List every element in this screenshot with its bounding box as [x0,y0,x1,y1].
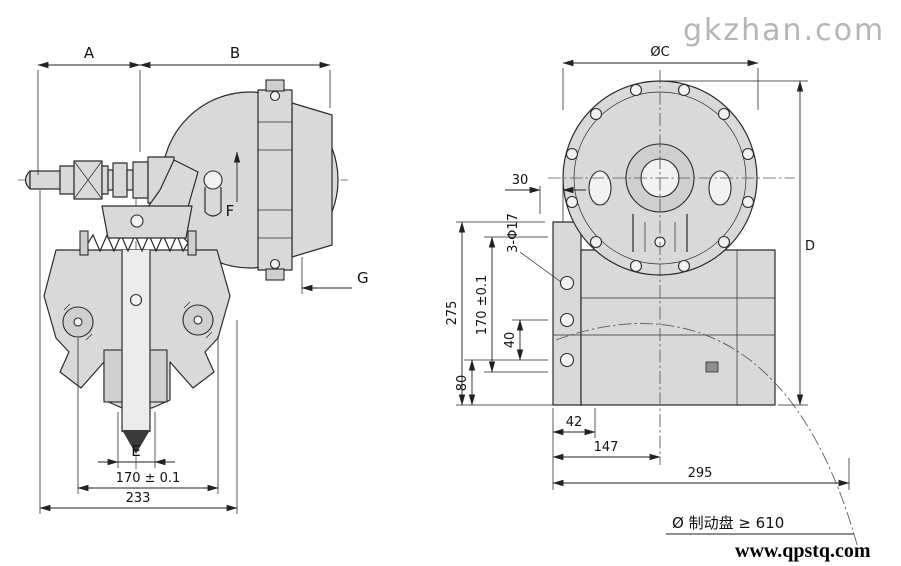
dim-G-label: G [357,269,369,287]
dim-A-label: A [84,44,95,62]
dim-30-label: 30 [512,173,529,188]
dim-holes-label: 3-Φ17 [506,213,521,253]
dim-80-label: 80 [455,375,470,392]
dim-C-label: ØC [650,45,669,60]
dim-40-label: 40 [503,332,518,349]
right-view-dimensions: ØC D 30 275 170 ±0.1 80 40 3-Φ1 [445,45,854,535]
dim-275-label: 275 [445,301,460,326]
disc-break-symbol [122,430,150,454]
chamber-ear-right [708,170,732,206]
adjuster-stud [705,361,719,373]
dim-F-label: F [226,202,235,220]
dim-295-label: 295 [688,466,713,481]
center-bolt [129,293,143,307]
watermark-bottom: www.qpstq.com [735,540,871,562]
chamber-ear-left [588,170,612,206]
chamber-flange [257,89,293,271]
top-hinge-bracket [101,205,193,239]
hinge-pin [130,214,144,228]
dim-D-label: D [805,239,815,254]
dim-147-label: 147 [594,440,619,455]
dim-42-label: 42 [566,415,583,430]
brake-disc-slot [122,250,150,432]
watermark-top: gkzhan.com [683,13,885,48]
chamber-rear-housing [291,102,333,258]
left-view-dimensions: A B F G E 170 ± 0.1 233 [37,44,369,514]
lock-nut [112,162,128,198]
brake-disc-note: Ø 制动盘 ≥ 610 [672,514,784,532]
pneumatic-chamber-side [161,79,339,281]
brake-pad-left [103,349,123,403]
flange-bolt-bottom [265,268,285,281]
dim-E-label: E [131,442,140,460]
push-rod [29,170,61,190]
mounting-holes [519,251,575,368]
left-view: A B F G E 170 ± 0.1 233 [18,44,369,514]
dim-170-label: 170 ± 0.1 [116,471,181,486]
return-spring [87,233,189,253]
dim-170-label: 170 ±0.1 [475,275,490,336]
brake-caliper [43,205,231,454]
lock-nut-2 [132,161,149,199]
dim-233-label: 233 [126,491,151,506]
lever-pivot-hole [203,170,223,190]
dim-B-label: B [230,44,240,62]
right-view: ØC D 30 275 170 ±0.1 80 40 3-Φ1 [445,45,859,549]
brake-disc-arc [555,323,859,549]
brake-pad-right [149,349,168,403]
flange-bolt-top [265,79,285,92]
